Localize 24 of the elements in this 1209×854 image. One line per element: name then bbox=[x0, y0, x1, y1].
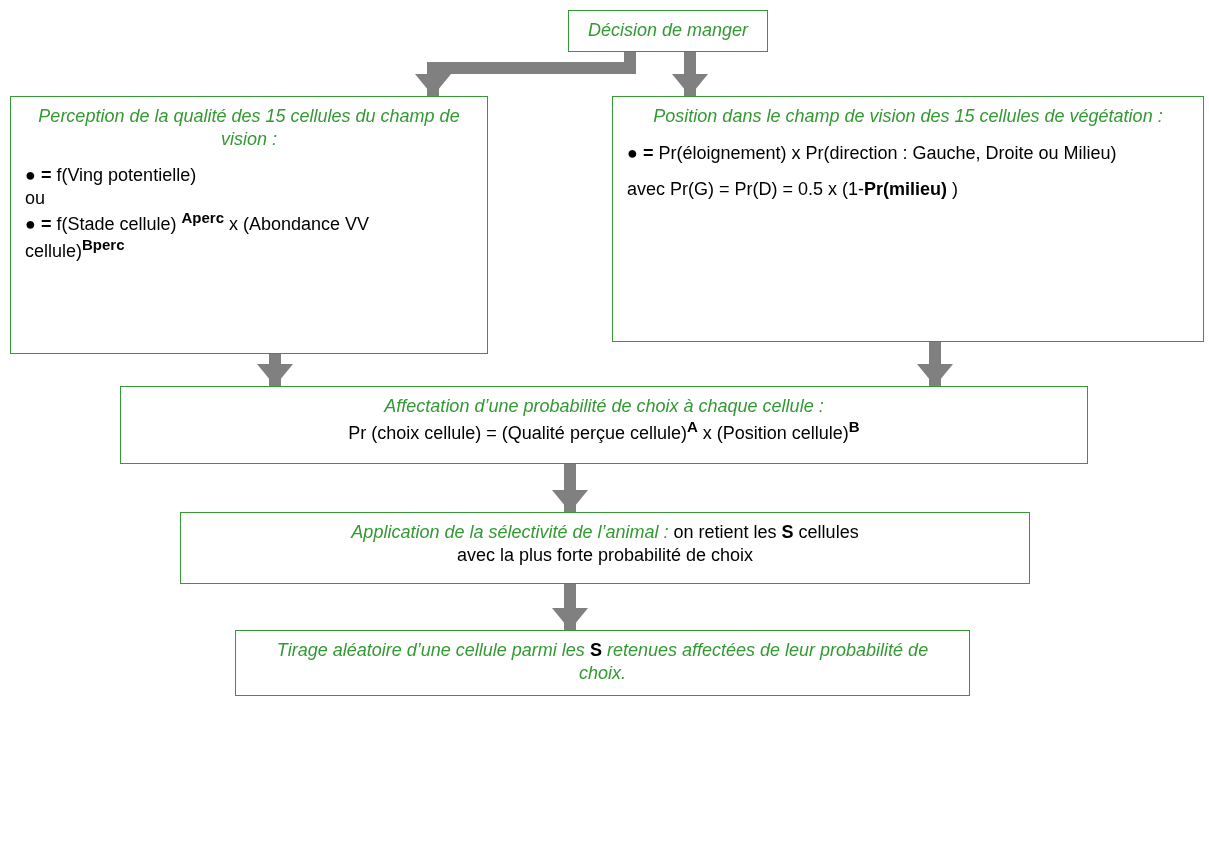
process-box bbox=[612, 96, 1204, 342]
formula-text: ● = Pr(éloignement) x Pr(direction : Gauche, Droite ou Milieu) bbox=[627, 141, 1118, 164]
formula-text: avec Pr(G) = Pr(D) = 0.5 x (1-Pr(milieu) ) bbox=[627, 178, 960, 201]
arrow bbox=[552, 464, 588, 512]
process-box bbox=[10, 96, 488, 354]
step-text: Décision de manger bbox=[586, 19, 750, 42]
box-heading: Perception de la qualité des 15 cellules du champ de vision : bbox=[37, 105, 461, 150]
process-box bbox=[180, 512, 1030, 584]
formula-text: Pr (choix cellule) = (Qualité perçue cellule)$^{A}$ x (Position cellule)$^{B}$ bbox=[347, 417, 861, 444]
process-box bbox=[568, 10, 768, 52]
step-text: Tirage aléatoire d’une cellule parmi les S retenues affectées de leur probabilité de choix. bbox=[275, 639, 930, 684]
arrow bbox=[672, 52, 708, 96]
formula-text: ● = f(Stade cellule) $^{Aperc}$ x (Abondance VV cellule)$^{Bperc}$ bbox=[25, 209, 371, 262]
process-box bbox=[235, 630, 970, 696]
arrow bbox=[257, 354, 293, 386]
arrow bbox=[415, 52, 636, 96]
box-heading: Position dans le champ de vision des 15 cellules de végétation : bbox=[652, 105, 1164, 128]
process-box bbox=[120, 386, 1088, 464]
box-heading: Affectation d’une probabilité de choix à chaque cellule : bbox=[382, 395, 825, 418]
step-text: Application de la sélectivité de l’animal : on retient les S cellules avec la plus forte probabilité de choix bbox=[349, 521, 860, 566]
formula-text: ● = f(Ving potentielle) bbox=[25, 164, 198, 187]
arrow bbox=[917, 342, 953, 386]
formula-text: ou bbox=[25, 186, 47, 209]
arrow bbox=[552, 584, 588, 630]
